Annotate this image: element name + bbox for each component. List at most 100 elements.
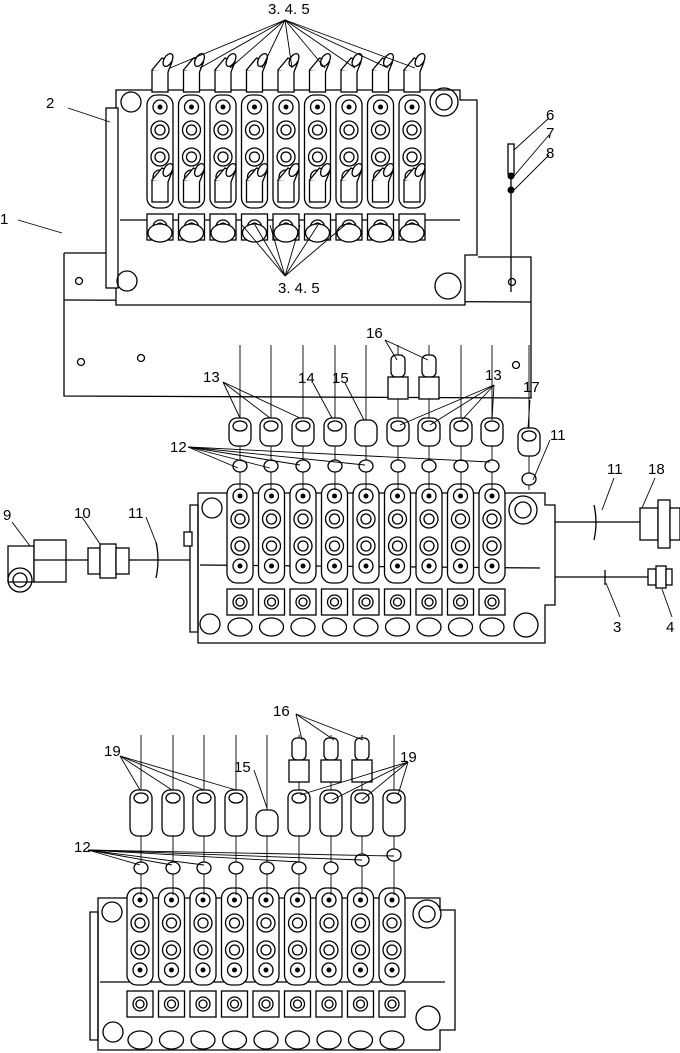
valve-section — [415, 483, 443, 637]
top-leader-lines — [17, 19, 550, 277]
banjo-fitting — [320, 737, 342, 783]
base-plate — [63, 252, 532, 399]
banjo-fitting — [288, 737, 310, 783]
o-ring — [263, 459, 279, 473]
connector-fitting — [192, 789, 216, 837]
port-cap — [316, 1030, 342, 1050]
seal-11-right — [593, 504, 597, 541]
callout-2: 2 — [46, 95, 54, 112]
port-cap — [347, 1030, 374, 1050]
valve-section — [446, 483, 475, 637]
port-cap — [367, 223, 394, 243]
port-cap — [284, 1030, 311, 1050]
o-ring — [453, 459, 469, 473]
elbow-fitting — [340, 162, 363, 203]
connector-fitting — [350, 789, 374, 837]
port-cap — [399, 223, 425, 243]
connector-fitting — [480, 417, 504, 447]
top-view: 3. 4. 5 2 1 6 7 8 3. 4. 5 — [0, 1, 554, 399]
middle-leader-lines — [11, 339, 673, 618]
connector-fitting — [259, 417, 283, 447]
port-cap — [178, 223, 205, 243]
elbow-fitting — [371, 162, 395, 203]
valve-section — [320, 483, 349, 637]
elbow-fitting — [214, 52, 237, 93]
connector-fitting — [417, 417, 441, 447]
elbow-fitting — [214, 162, 237, 203]
callout-10: 10 — [74, 505, 91, 522]
port-cap — [290, 617, 316, 637]
o-ring — [133, 861, 149, 875]
fittings-row — [129, 735, 406, 895]
callout-12b: 12 — [74, 839, 91, 856]
elbow-fitting — [277, 162, 300, 203]
o-ring — [327, 459, 343, 473]
plug — [255, 809, 279, 837]
callout-16b: 16 — [273, 703, 290, 720]
callout-9: 9 — [3, 507, 11, 524]
valve-section — [352, 483, 380, 637]
o-ring — [421, 459, 437, 473]
port-cap — [147, 223, 173, 243]
o-ring — [521, 472, 537, 486]
callout-14: 14 — [298, 370, 315, 387]
callout-15b: 15 — [234, 759, 251, 776]
valve-section — [289, 483, 317, 637]
bottom-leader-lines — [87, 713, 409, 866]
valve-section — [252, 887, 280, 1050]
callout-3: 3 — [613, 619, 621, 636]
port-cap — [379, 1030, 405, 1050]
elbow-fitting — [308, 52, 332, 93]
callout-3-4-5-top: 3. 4. 5 — [268, 1, 310, 18]
port-cap — [336, 223, 362, 243]
valve-section — [346, 887, 375, 1050]
callout-4: 4 — [666, 619, 674, 636]
valve-section — [315, 887, 343, 1050]
connector-fitting — [287, 789, 311, 837]
port-cap — [253, 1030, 279, 1050]
port-cap — [273, 223, 299, 243]
o-ring — [228, 861, 244, 875]
callout-12: 12 — [170, 439, 187, 456]
callout-7: 7 — [546, 125, 554, 142]
valve-section — [226, 483, 254, 637]
callout-19-left: 19 — [104, 743, 121, 760]
port-cap — [321, 617, 348, 637]
valve-sections — [226, 483, 506, 637]
callout-11-left: 11 — [128, 505, 144, 522]
valve-section — [257, 483, 286, 637]
port-cap — [127, 1030, 153, 1050]
end-cover-left — [105, 107, 119, 289]
plug-18 — [639, 499, 680, 549]
valve-section — [283, 887, 312, 1050]
port-cap — [304, 223, 331, 243]
port-cap — [158, 1030, 185, 1050]
valve-section — [189, 887, 217, 1050]
callout-11-right: 11 — [607, 461, 623, 478]
elbow-fitting — [403, 52, 426, 93]
callout-18: 18 — [648, 461, 665, 478]
fittings-row — [228, 345, 541, 490]
connector-fitting — [382, 789, 406, 837]
callout-19-right: 19 — [400, 749, 417, 766]
port-cap — [221, 1030, 248, 1050]
valve-sections — [146, 52, 426, 243]
valve-section — [126, 887, 154, 1050]
o-ring — [358, 459, 374, 473]
callout-1: 1 — [0, 211, 8, 228]
o-ring — [390, 459, 406, 473]
connector-fitting — [449, 417, 473, 447]
bolt-washer-stack — [507, 143, 515, 292]
banjo-fitting — [351, 737, 373, 783]
bottom-view: 16 19 15 19 12 — [74, 703, 456, 1051]
valve-section — [378, 887, 406, 1050]
port-cap — [227, 617, 253, 637]
port-cap — [384, 617, 411, 637]
callout-13-right: 13 — [485, 367, 502, 384]
banjo-fitting — [418, 354, 440, 400]
callout-13-left: 13 — [203, 369, 220, 386]
port-cap — [258, 617, 285, 637]
base-plate-bolt-holes — [74, 276, 521, 370]
port-cap — [210, 223, 236, 243]
